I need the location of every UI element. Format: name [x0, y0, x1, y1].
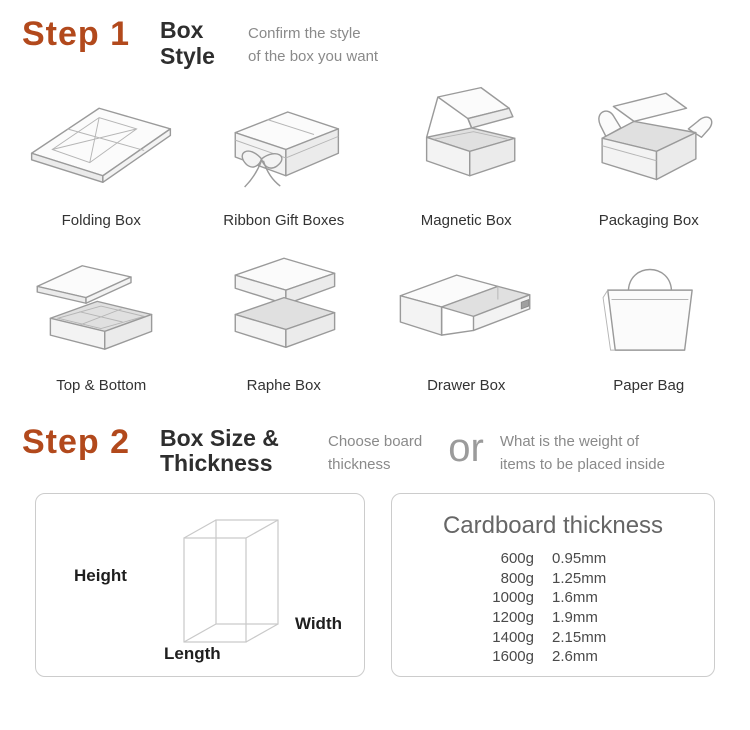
magnetic-box-icon [375, 76, 558, 208]
step1-title-line1: Box [160, 17, 204, 43]
ribbon-gift-boxes-icon [193, 76, 376, 208]
length-label: Length [164, 644, 221, 663]
box-style-label: Folding Box [61, 211, 141, 229]
box-style-label: Paper Bag [613, 376, 685, 394]
box-style-label: Drawer Box [427, 376, 506, 394]
drawer-box-icon [375, 241, 558, 373]
folding-box-icon [10, 76, 193, 208]
box-style-item-raphe: Raphe Box [193, 241, 376, 394]
packaging-box-icon [558, 76, 741, 208]
box-style-item-packaging: Packaging Box [558, 76, 741, 229]
thickness-value: 1.9mm [552, 609, 598, 627]
box-style-item-drawer: Drawer Box [375, 241, 558, 394]
step2-label: Step 2 [22, 422, 131, 461]
step1-subtitle: Confirm the style of the box you want [248, 22, 378, 69]
box-style-item-paper-bag: Paper Bag [558, 241, 741, 394]
weight-value: 1200g [492, 609, 534, 627]
box-style-label: Magnetic Box [420, 211, 512, 229]
top-bottom-box-icon [10, 241, 193, 373]
cardboard-thickness-panel: Cardboard thickness 600g 0.95mm 800g 1.2… [391, 493, 715, 677]
thickness-value: 2.15mm [552, 628, 607, 646]
or-label: or [448, 425, 484, 470]
height-label: Height [74, 566, 127, 585]
cardboard-thickness-table: 600g 0.95mm 800g 1.25mm 1000g 1.6mm 1200… [392, 550, 714, 666]
thickness-value: 0.95mm [552, 550, 607, 567]
box-style-label: Packaging Box [598, 211, 699, 229]
step2-option1-line1: Choose board [328, 432, 423, 450]
step2-title-line2: Thickness [160, 450, 273, 477]
weight-value: 1600g [492, 648, 534, 666]
weight-value: 800g [500, 569, 534, 587]
step2-option1: Choose board thickness [328, 430, 422, 477]
weight-value: 600g [500, 550, 534, 567]
step2-option1-line2: thickness [328, 455, 391, 473]
box-size-panel: Height Width Length [35, 493, 365, 677]
step2-option2-line1: What is the weight of [499, 432, 640, 450]
step1-header: Step 1 Box Style Confirm the style of th… [0, 0, 750, 70]
thickness-value: 1.6mm [552, 589, 598, 607]
box-style-grid: Folding Box Ribbon Gift Boxes [0, 70, 750, 394]
step1-label: Step 1 [22, 15, 131, 53]
box-style-label: Raphe Box [246, 376, 321, 394]
box-style-item-folding: Folding Box [10, 76, 193, 229]
thickness-value: 1.25mm [552, 569, 607, 587]
box-style-item-ribbon: Ribbon Gift Boxes [193, 76, 376, 229]
box-style-item-top-bottom: Top & Bottom [10, 241, 193, 394]
box-style-label: Top & Bottom [56, 376, 147, 394]
step1-subtitle-line1: Confirm the style [248, 25, 361, 42]
step2-panels: Height Width Length Cardboard thickness … [35, 493, 715, 677]
paper-bag-icon [558, 241, 741, 373]
thickness-value: 2.6mm [552, 648, 598, 666]
width-label: Width [294, 614, 342, 633]
step1-subtitle-line2: of the box you want [248, 48, 379, 66]
box-style-label: Ribbon Gift Boxes [223, 211, 345, 229]
dimension-cube-icon [183, 519, 279, 643]
step1-title-line2: Style [160, 42, 215, 69]
weight-value: 1000g [492, 589, 534, 607]
step2-header: Step 2 Box Size & Thickness Choose board… [0, 394, 750, 478]
cardboard-thickness-title: Cardboard thickness [442, 512, 664, 539]
box-style-item-magnetic: Magnetic Box [375, 76, 558, 229]
step2-title-line1: Box Size & [160, 424, 279, 451]
step1-title: Box Style [160, 17, 248, 70]
step2-option2: What is the weight of items to be placed… [500, 430, 665, 477]
weight-value: 1400g [492, 628, 534, 646]
raphe-box-icon [193, 241, 376, 373]
step2-option2-line2: items to be placed inside [499, 455, 665, 473]
step2-title: Box Size & Thickness [160, 424, 328, 478]
